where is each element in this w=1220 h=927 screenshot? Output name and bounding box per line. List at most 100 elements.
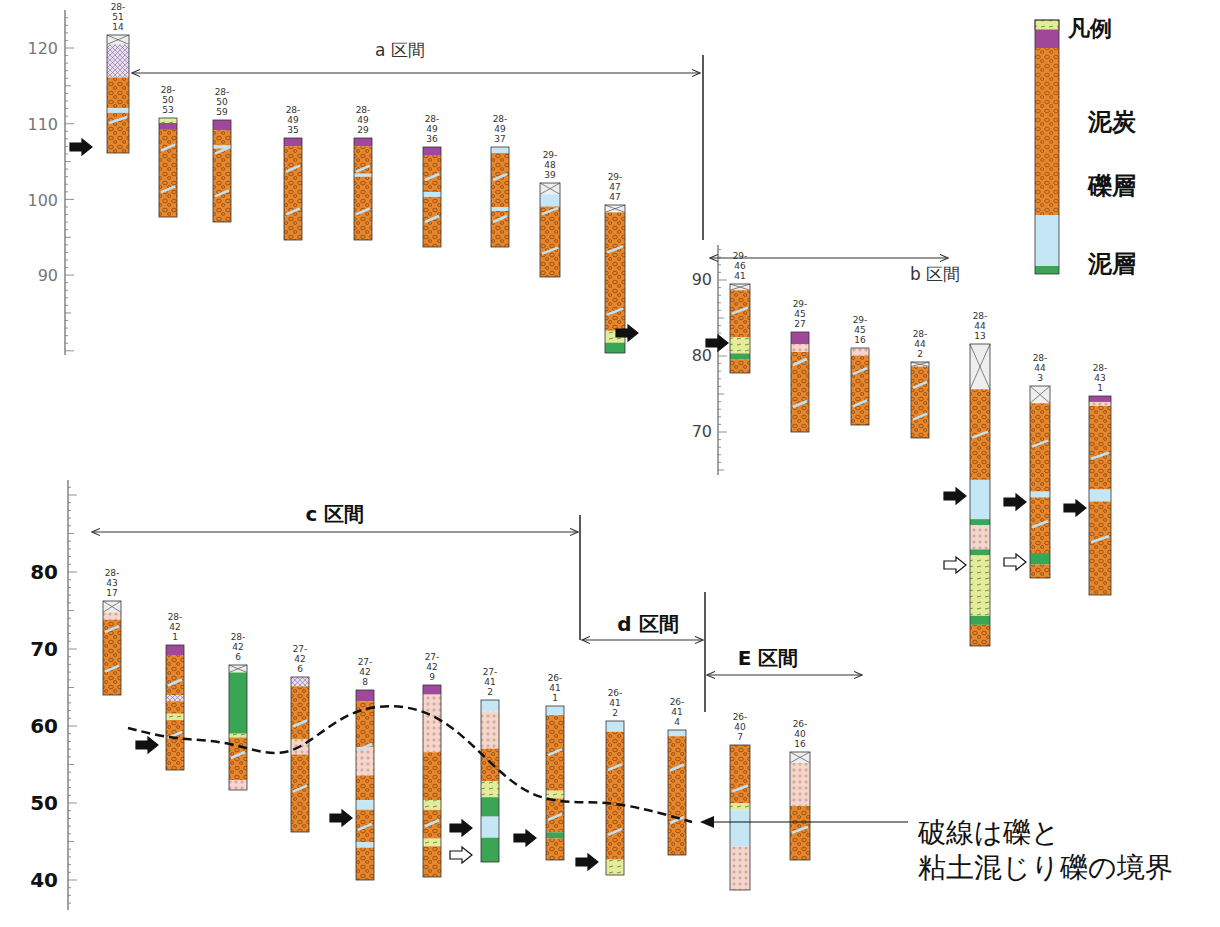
- soil-layer: [481, 711, 499, 748]
- soil-layer: [354, 174, 372, 177]
- legend-top: [1035, 20, 1059, 30]
- borehole-column: [356, 690, 374, 880]
- borehole-label: 28-43 1: [1093, 364, 1108, 394]
- soil-layer: [423, 695, 441, 753]
- soil-layer: [354, 138, 372, 146]
- borehole-column: [284, 138, 302, 240]
- axis-tick: [65, 222, 68, 223]
- soil-layer: [491, 207, 509, 211]
- axis-tick: [718, 378, 721, 379]
- soil-layer: [970, 389, 990, 480]
- soil-layer: [107, 108, 129, 113]
- borehole-label: 28-50 53: [161, 86, 176, 116]
- legend-swatch: [1035, 48, 1059, 215]
- column-outline: [213, 120, 231, 222]
- clay-seam: [542, 248, 558, 254]
- column-outline: [356, 690, 374, 880]
- axis-tick: [65, 328, 68, 329]
- clay-seam: [732, 786, 748, 792]
- black-arrow: [944, 488, 966, 504]
- axis-tick: [718, 363, 721, 364]
- axis-tick: [65, 199, 74, 200]
- column-outline: [911, 362, 929, 438]
- axis-number: 80: [30, 560, 58, 584]
- soil-layer: [166, 701, 184, 714]
- axis-tick: [68, 772, 71, 773]
- fill-mark: [970, 344, 990, 389]
- soil-layer: [356, 747, 374, 776]
- clay-seam: [1032, 441, 1048, 447]
- depth-axis: [65, 10, 727, 910]
- black-arrow: [330, 810, 352, 826]
- fill-mark: [1030, 386, 1050, 403]
- borehole-id: 28-49 35: [286, 106, 301, 136]
- soil-layer: [970, 519, 990, 525]
- borehole-column: [791, 332, 809, 432]
- soil-layer: [213, 120, 231, 130]
- borehole-label: 28-49 37: [493, 115, 508, 145]
- axis-tick: [68, 495, 77, 496]
- soil-layer: [730, 810, 750, 846]
- borehole-label: 29-45 16: [853, 316, 868, 346]
- clay-seam: [105, 626, 119, 632]
- axis-line: [717, 245, 718, 475]
- axis-tick: [68, 779, 71, 780]
- borehole-column: [491, 147, 509, 247]
- soil-layer: [423, 839, 441, 847]
- axis-number: 120: [27, 39, 58, 58]
- axis-tick: [65, 17, 68, 18]
- section-label: c 区間: [306, 502, 365, 526]
- soil-layer: [356, 800, 374, 810]
- axis-tick: [718, 416, 721, 417]
- axis-tick: [68, 579, 71, 580]
- clay-seam: [853, 368, 867, 374]
- borehole-column: [790, 752, 810, 860]
- borehole-id: 28-50 59: [215, 88, 230, 118]
- axis-tick: [718, 454, 721, 455]
- soil-layer: [606, 860, 624, 875]
- soil-layer: [1089, 490, 1111, 502]
- soil-layer: [291, 686, 309, 739]
- clay-seam: [1032, 521, 1048, 527]
- axis-number: 90: [38, 266, 58, 285]
- soil-layer: [970, 344, 990, 389]
- column-outline: [103, 601, 121, 695]
- soil-layer: [791, 352, 809, 432]
- white-arrow: [1004, 554, 1026, 570]
- soil-layer: [103, 601, 121, 612]
- fill-mark: [790, 752, 810, 763]
- axis-tick: [65, 229, 68, 230]
- soil-layer: [159, 123, 177, 130]
- leader-line: [712, 821, 908, 822]
- soil-layer: [791, 332, 809, 344]
- axis-tick: [718, 432, 727, 433]
- black-arrow: [514, 830, 536, 846]
- axis-tick: [68, 787, 71, 788]
- borehole-label: 28-44 13: [973, 312, 988, 342]
- axis-tick: [65, 55, 68, 56]
- clay-seam: [293, 786, 307, 792]
- axis-tick: [68, 687, 74, 688]
- borehole-columns: [103, 35, 1111, 890]
- soil-layer: [730, 353, 750, 359]
- borehole-column: [166, 645, 184, 770]
- axis-tick: [65, 350, 74, 351]
- range-arrow: [582, 640, 703, 641]
- axis-tick: [718, 356, 727, 357]
- column-outline: [107, 35, 129, 153]
- borehole-label: 26-41 2: [608, 689, 623, 719]
- borehole-label: 29-46 41: [733, 252, 748, 282]
- borehole-id: 26-41 4: [670, 698, 685, 728]
- borehole-label: 27-42 6: [293, 645, 308, 675]
- column-outline: [166, 645, 184, 770]
- soil-layer: [166, 655, 184, 695]
- soil-layer: [540, 194, 560, 206]
- soil-layer: [1030, 386, 1050, 403]
- borehole-label: 29-47 47: [608, 173, 623, 203]
- borehole-id: 28-49 36: [425, 115, 440, 145]
- boundary-dashed-line: [128, 706, 692, 822]
- borehole-label: 28-50 59: [215, 88, 230, 118]
- clay-seam: [493, 216, 507, 222]
- soil-layer: [970, 549, 990, 555]
- borehole-label: 28-42 1: [168, 613, 183, 643]
